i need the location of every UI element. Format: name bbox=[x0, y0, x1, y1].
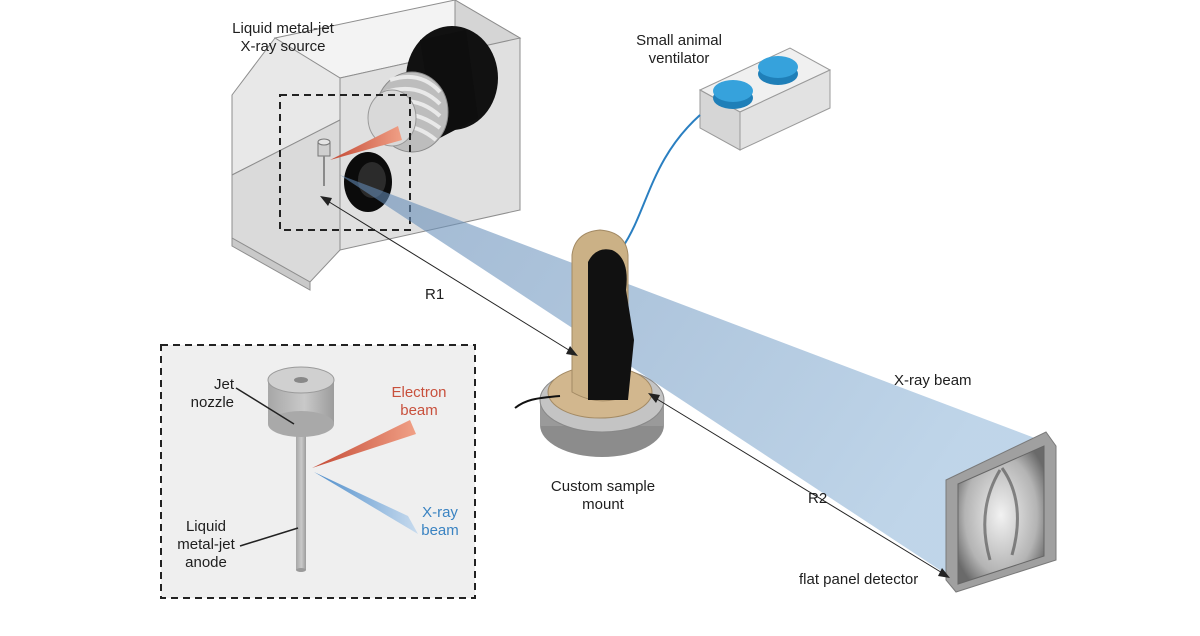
r2-label: R2 bbox=[808, 490, 828, 507]
xray-tube bbox=[367, 26, 498, 153]
inset-anode-line3: anode bbox=[185, 554, 227, 571]
source-label: Liquid metal-jet X-ray source bbox=[193, 20, 373, 56]
distance-r1-arrow bbox=[320, 196, 578, 356]
inset-anode-rod bbox=[296, 430, 306, 570]
inset-anode-label: Liquid metal-jet anode bbox=[164, 518, 248, 572]
inset-jet-nozzle-label: Jet nozzle bbox=[176, 376, 234, 412]
inset-electron-beam-line2: beam bbox=[400, 402, 438, 419]
source-jet-nozzle bbox=[317, 138, 331, 186]
ventilator-button-left-top bbox=[713, 80, 753, 102]
flat-panel-detector bbox=[945, 431, 1057, 593]
inset-jet-nozzle-line2: nozzle bbox=[190, 394, 234, 411]
ventilator-label: Small animal ventilator bbox=[614, 32, 744, 68]
inset-anode-line2: metal-jet bbox=[177, 536, 235, 553]
r1-label: R1 bbox=[425, 286, 445, 303]
sample-mount bbox=[514, 229, 665, 457]
xray-beam-label: X-ray beam bbox=[894, 372, 972, 389]
ventilator-label-line2: ventilator bbox=[648, 50, 710, 67]
inset-jet-nozzle-line1: Jet bbox=[213, 376, 234, 393]
source-callout-box bbox=[279, 94, 411, 231]
inset-jet-assembly bbox=[235, 366, 418, 572]
inset-electron-beam-label: Electron beam bbox=[376, 384, 462, 420]
inset-xray-beam-line2: beam bbox=[421, 522, 459, 539]
inset-xray-beam bbox=[314, 472, 418, 534]
inset-xray-beam-line1: X-ray bbox=[422, 504, 458, 521]
animal-silhouette bbox=[588, 249, 634, 400]
source-label-line2: X-ray source bbox=[240, 38, 326, 55]
inset-anode-line1: Liquid bbox=[185, 518, 227, 535]
ventilator-label-line1: Small animal bbox=[636, 32, 722, 49]
sample-mount-label-line2: mount bbox=[582, 496, 624, 513]
inset-electron-beam bbox=[312, 420, 416, 468]
detector-label: flat panel detector bbox=[799, 571, 919, 588]
distance-r2-arrow bbox=[648, 393, 950, 578]
ventilator-button-right-top bbox=[758, 56, 798, 78]
ventilator bbox=[698, 47, 832, 151]
inset-xray-beam-label: X-ray beam bbox=[408, 504, 472, 540]
xray-beam-cone bbox=[340, 175, 1040, 578]
source-electron-beam bbox=[330, 126, 402, 160]
sample-mount-label-line1: Custom sample bbox=[550, 478, 656, 495]
source-label-line1: Liquid metal-jet bbox=[232, 20, 334, 37]
sample-mount-label: Custom sample mount bbox=[528, 478, 678, 514]
ventilator-tube bbox=[621, 114, 701, 249]
inset-electron-beam-line1: Electron bbox=[391, 384, 447, 401]
